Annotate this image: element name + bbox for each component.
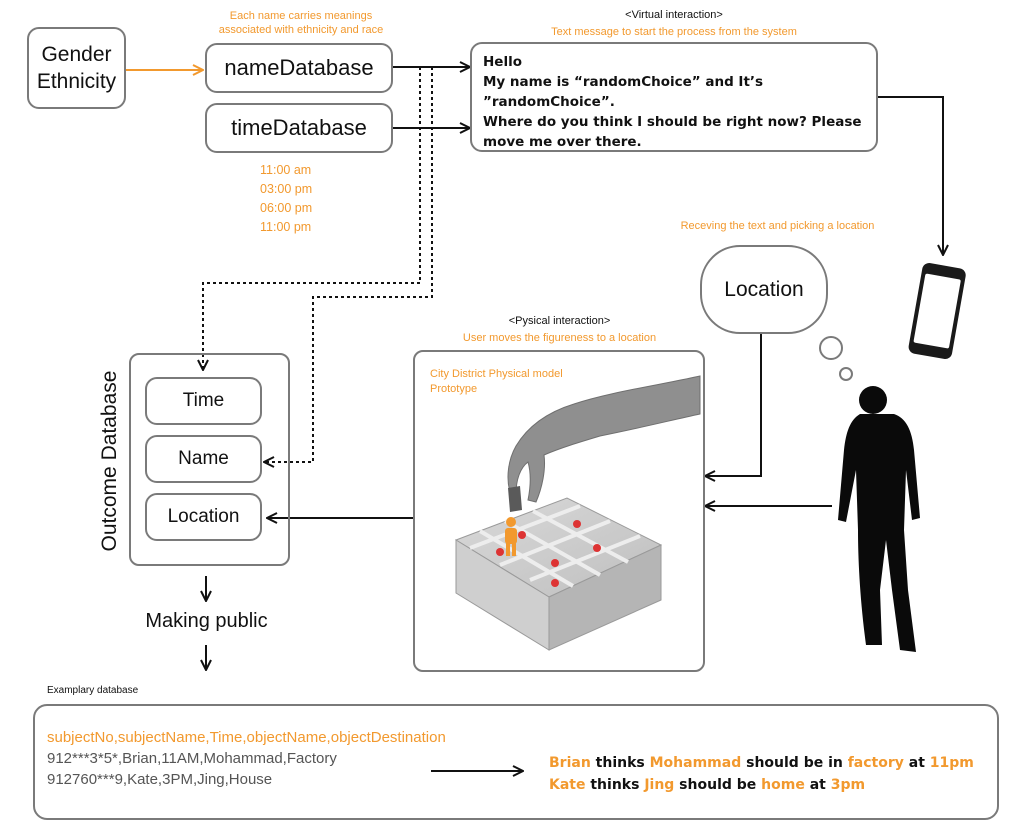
- system-message-box: Hello My name is “randomChoice” and It’s…: [470, 42, 878, 152]
- sentence-highlight: 11pm: [929, 755, 974, 771]
- walking-man-silhouette: [838, 386, 920, 652]
- making-public-label: Making public: [145, 610, 268, 632]
- csv-block: subjectNo,subjectName,Time,objectName,ob…: [47, 727, 446, 790]
- model-caption-line: City District Physical model: [430, 368, 563, 380]
- csv-header-row: subjectNo,subjectName,Time,objectName,ob…: [47, 729, 446, 746]
- outcome-field-time: Time: [145, 377, 262, 425]
- sentence-text: should be in: [741, 755, 848, 771]
- arrow-message-to-phone: [878, 96, 943, 255]
- thought-bubble-dot-large: [819, 336, 843, 360]
- time-item: 11:00 pm: [260, 220, 312, 234]
- message-line: move me over there.: [483, 134, 642, 150]
- message-line: My name is “randomChoice” and It’s ”rand…: [483, 74, 764, 110]
- model-caption: City District Physical model Prototype: [430, 367, 563, 397]
- smartphone-icon: [908, 263, 966, 360]
- exemplary-database-label: Examplary database: [47, 685, 139, 696]
- time-list: 11:00 am 03:00 pm 06:00 pm 11:00 pm: [260, 161, 312, 237]
- time-database-box: timeDatabase: [205, 103, 393, 153]
- name-database-label: nameDatabase: [224, 55, 374, 80]
- name-db-note: Each name carries meanings associated wi…: [200, 9, 402, 37]
- sentence-highlight: 3pm: [830, 777, 866, 793]
- outcome-database-title: Outcome Database: [98, 370, 121, 552]
- message-line: Where do you think I should be right now…: [483, 114, 862, 130]
- dotted-name-to-outcome: [264, 67, 433, 462]
- physical-interaction-subtitle: User moves the figureness to a location: [462, 332, 657, 344]
- sentence-text: at: [804, 777, 831, 793]
- sentence-highlight: Mohammad: [649, 755, 742, 771]
- sentence-text: should be: [674, 777, 762, 793]
- sentence-text: thinks: [585, 777, 645, 793]
- sentence-highlight: Brian: [549, 755, 591, 771]
- virtual-interaction-subtitle: Text message to start the process from t…: [551, 26, 797, 38]
- field-label: Location: [167, 506, 240, 527]
- model-caption-line: Prototype: [430, 383, 478, 395]
- physical-model-panel: [413, 350, 705, 672]
- location-thought-bubble: Location: [700, 245, 828, 334]
- name-db-note-line-2: associated with ethnicity and race: [218, 24, 384, 36]
- outcome-field-location: Location: [145, 493, 262, 541]
- name-database-box: nameDatabase: [205, 43, 393, 93]
- message-line: Hello: [483, 54, 522, 70]
- time-item: 03:00 pm: [260, 182, 313, 196]
- virtual-interaction-title: <Virtual interaction>: [625, 9, 723, 21]
- sentence-block: Brian thinks Mohammad should be in facto…: [549, 752, 974, 796]
- csv-row: 912760***9,Kate,3PM,Jing,House: [47, 771, 273, 788]
- csv-row: 912***3*5*,Brian,11AM,Mohammad,Factory: [47, 750, 337, 767]
- sentence-text: thinks: [590, 755, 650, 771]
- sentence-highlight: Kate: [549, 777, 586, 793]
- sentence-highlight: Jing: [644, 777, 675, 793]
- field-label: Name: [178, 448, 229, 469]
- location-bubble-label: Location: [724, 277, 804, 301]
- outcome-database-box: [129, 353, 290, 566]
- outcome-field-name: Name: [145, 435, 262, 483]
- name-db-note-line-1: Each name carries meanings: [229, 10, 373, 22]
- receiving-note: Receving the text and picking a location: [680, 220, 875, 232]
- sentence-highlight: factory: [847, 755, 904, 771]
- arrow-bubble-to-model: [705, 334, 762, 476]
- field-label: Time: [182, 390, 225, 411]
- time-database-label: timeDatabase: [231, 115, 367, 140]
- dotted-time-to-outcome: [203, 67, 421, 370]
- exemplary-database-box: [33, 704, 999, 820]
- ethnicity-label: Ethnicity: [36, 70, 117, 93]
- sentence-text: at: [903, 755, 930, 771]
- hand-figurine-illustration: [507, 375, 701, 512]
- gender-ethnicity-box: Gender Ethnicity: [27, 27, 126, 109]
- gender-label: Gender: [41, 43, 112, 66]
- time-item: 11:00 am: [260, 163, 312, 177]
- city-block-model: [454, 497, 663, 651]
- sentence-line: Kate thinks Jing should be home at 3pm: [549, 774, 974, 796]
- sentence-highlight: home: [761, 777, 805, 793]
- physical-interaction-title: <Pysical interaction>: [508, 315, 611, 327]
- figurine: [505, 517, 517, 556]
- sentence-line: Brian thinks Mohammad should be in facto…: [549, 752, 974, 774]
- thought-bubble-dot-small: [839, 367, 853, 381]
- time-item: 06:00 pm: [260, 201, 313, 215]
